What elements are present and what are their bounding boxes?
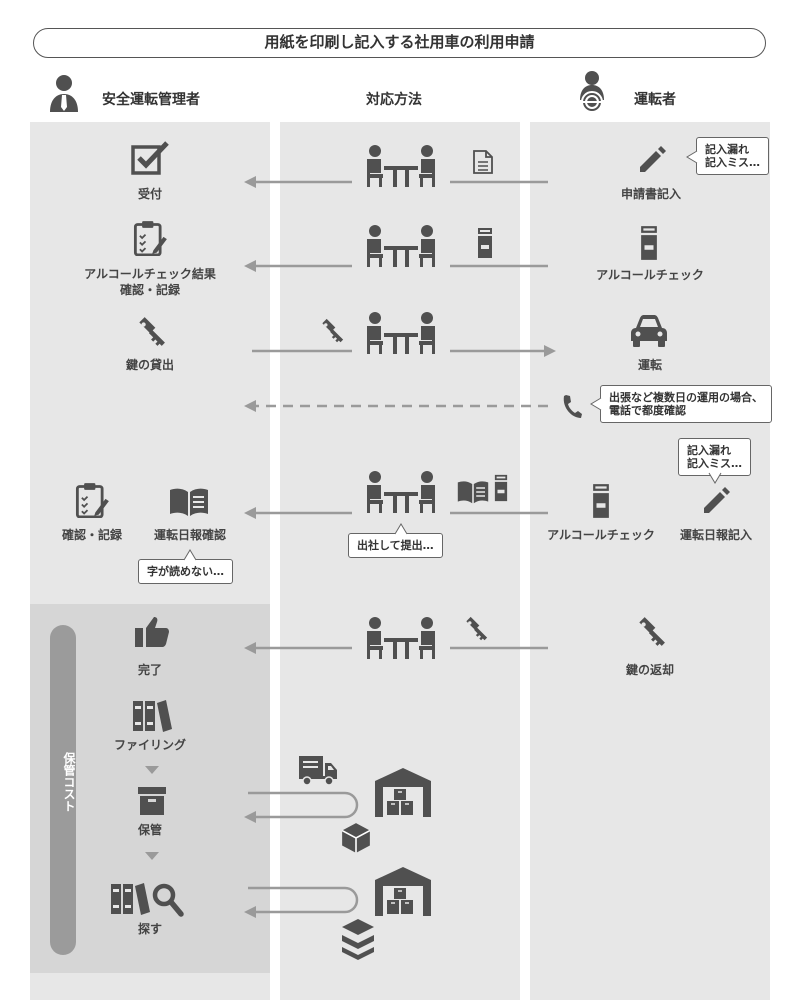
manager-header: 安全運転管理者 (102, 92, 200, 108)
method-header: 対応方法 (366, 92, 422, 108)
step-key-return: 鍵の返却 (625, 663, 674, 677)
step-filing: ファイリング (113, 738, 186, 752)
method-column (280, 122, 520, 1000)
manager-person-icon (50, 75, 78, 112)
step-storage: 保管 (137, 823, 162, 837)
arrow-loop (248, 791, 359, 819)
checkbox-icon (131, 141, 169, 175)
phone-icon (563, 395, 582, 418)
step-driving: 運転 (637, 358, 662, 372)
storage-cost-label: 保管コスト (62, 752, 76, 812)
driver-column (530, 122, 770, 1000)
callout-pointer (590, 397, 602, 411)
storage-cost-bar (50, 625, 76, 955)
driver-header: 運転者 (634, 92, 676, 108)
callout-unreadable: 字が読めない… (138, 559, 233, 584)
step-key-lend: 鍵の貸出 (125, 358, 174, 372)
callout-pointer (394, 523, 408, 535)
step-receipt: 受付 (137, 187, 162, 201)
package-stack-icon (342, 919, 374, 960)
step-alcohol-check: アルコールチェック (547, 528, 655, 542)
callout-pointer (183, 549, 197, 561)
callout-entry-errors-2: 記入漏れ 記入ミス… (678, 438, 751, 476)
page-title: 用紙を印刷し記入する社用車の利用申請 (264, 33, 535, 51)
step-alcohol-result: アルコールチェック結果 確認・記録 (84, 267, 216, 297)
car-icon (631, 315, 667, 347)
step-report-entry: 運転日報記入 (679, 528, 752, 542)
diagram-title: 用紙を印刷し記入する社用車の利用申請 (33, 28, 766, 58)
step-confirm-record: 確認・記録 (61, 528, 122, 542)
callout-pointer (708, 472, 722, 484)
callout-phone: 出張など複数日の運用の場合、 電話で都度確認 (600, 385, 772, 423)
storage-box-icon (138, 787, 166, 815)
callout-entry-errors-1: 記入漏れ 記入ミス… (696, 137, 769, 175)
magnifier-icon (152, 883, 184, 917)
callout-pointer (686, 150, 698, 164)
down-arrow-icon (145, 852, 159, 860)
callout-go-to-office: 出社して提出… (348, 533, 443, 558)
truck-icon (299, 756, 337, 786)
step-complete: 完了 (137, 663, 162, 677)
step-search: 探す (137, 922, 162, 936)
down-arrow-icon (145, 766, 159, 774)
step-alcohol-check: アルコールチェック (596, 268, 704, 282)
arrow-loop (248, 886, 359, 914)
step-application: 申請書記入 (620, 187, 681, 201)
step-report-confirm: 運転日報確認 (153, 528, 226, 542)
driver-person-icon (580, 71, 604, 113)
thumbs-up-icon (135, 617, 169, 647)
